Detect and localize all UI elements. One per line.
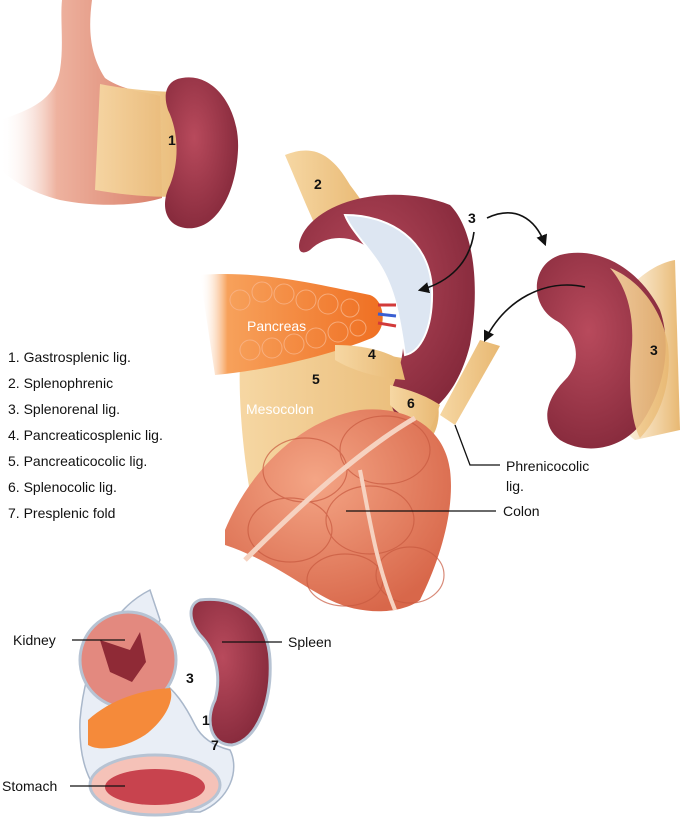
label-colon: Colon xyxy=(503,503,540,519)
gastrosplenic-ligament-top xyxy=(95,84,185,197)
legend-item-2: 2. Splenophrenic xyxy=(8,375,114,391)
pancreas-lobule-pattern xyxy=(229,281,367,361)
arrow-to-right-spleen xyxy=(486,212,548,247)
number-1-top: 1 xyxy=(168,132,176,148)
number-4: 4 xyxy=(368,346,376,362)
legend-item-1: 1. Gastrosplenic lig. xyxy=(8,349,131,365)
legend-item-4: 4. Pancreaticosplenic lig. xyxy=(8,427,163,443)
spleen-top-left xyxy=(165,77,239,229)
splenocolic-ligament xyxy=(390,385,440,430)
splenorenal-ligament-fan xyxy=(610,268,669,438)
kidney-pelvis xyxy=(100,632,146,682)
number-3-right: 3 xyxy=(650,342,658,358)
pancreaticosplenic-ligament xyxy=(335,345,405,380)
top-left-view xyxy=(0,0,239,229)
label-pancreas: Pancreas xyxy=(247,318,307,334)
label-spleen: Spleen xyxy=(288,634,332,650)
arrow-back-to-center xyxy=(483,284,586,343)
number-7: 7 xyxy=(211,737,219,753)
legend-item-6: 6. Splenocolic lig. xyxy=(8,479,117,495)
arrow-to-hilum xyxy=(417,231,475,294)
colon xyxy=(225,409,451,612)
spleen-section xyxy=(189,597,272,747)
stomach-lumen xyxy=(105,769,205,805)
number-5: 5 xyxy=(312,371,320,387)
legend-item-5: 5. Pancreaticocolic lig. xyxy=(8,453,148,469)
number-3-arrow: 3 xyxy=(468,210,476,226)
label-stomach: Stomach xyxy=(2,778,58,794)
spleen-center xyxy=(298,194,475,421)
leader-lines xyxy=(70,424,500,787)
label-phrenicocolic-lig: lig. xyxy=(506,478,524,494)
number-2: 2 xyxy=(314,176,322,192)
splenic-hilum xyxy=(343,213,434,357)
number-1-bottom: 1 xyxy=(202,712,210,728)
legend-item-3: 3. Splenorenal lig. xyxy=(8,401,121,417)
right-view xyxy=(536,252,680,449)
number-3-bottom: 3 xyxy=(186,670,194,686)
center-view xyxy=(200,150,500,612)
legend-item-7: 7. Presplenic fold xyxy=(8,505,116,521)
ligament-legend: 1. Gastrosplenic lig. 2. Splenophrenic 3… xyxy=(8,344,163,526)
pancreas-section xyxy=(88,688,172,749)
phrenicocolic-ligament-strand xyxy=(440,340,500,425)
label-kidney: Kidney xyxy=(13,632,56,648)
cross-section-view xyxy=(78,588,272,817)
arrows xyxy=(417,212,586,343)
label-mesocolon: Mesocolon xyxy=(246,401,314,417)
splenic-vessels xyxy=(377,303,397,328)
label-phrenicocolic: Phrenicocolic xyxy=(506,458,590,474)
number-6: 6 xyxy=(407,395,415,411)
